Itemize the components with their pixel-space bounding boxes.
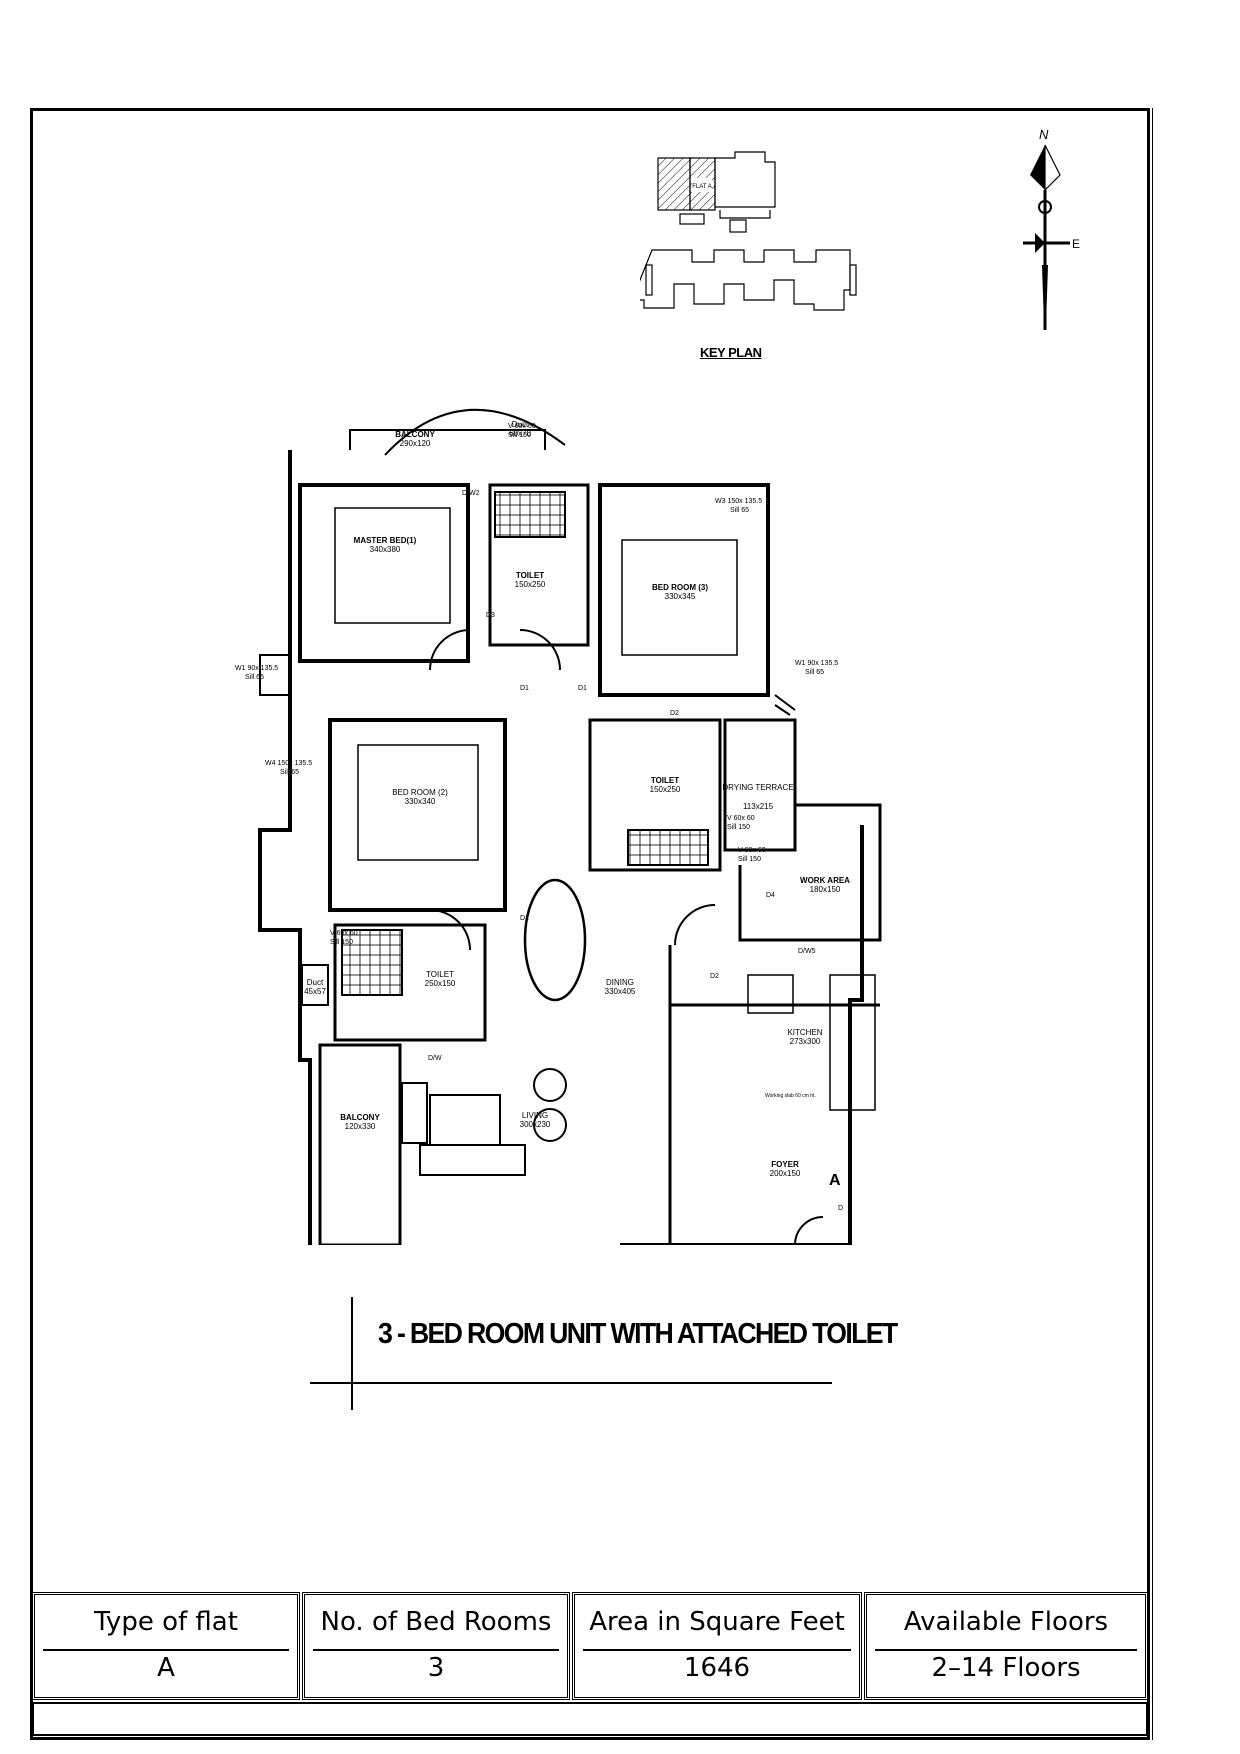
room-bed-room-2: BED ROOM (2) [392, 788, 448, 797]
room-bed-room-3-size: 330x345 [665, 592, 696, 601]
key-plan-label: KEY PLAN [700, 345, 762, 360]
info-value-type: A [157, 1653, 175, 1683]
info-cell-type: Type of flat A [32, 1592, 300, 1700]
ann-v-left: V 60x 60 [330, 930, 358, 937]
ann-sill-right2: Sill 150 [738, 856, 761, 863]
key-plan-flat-label: FLAT A [692, 184, 711, 190]
room-toilet-3-size: 150x250 [650, 785, 681, 794]
room-toilet-3: TOILET [651, 776, 679, 785]
room-living-size: 300x230 [520, 1120, 551, 1129]
ann-d2a: D2 [670, 710, 679, 717]
drawing-frame [30, 108, 1150, 1740]
room-bed-room-3: BED ROOM (3) [652, 583, 708, 592]
ann-w1-right: W1 90x 135.5 [795, 660, 838, 667]
ann-v-right2: V 60x 60 [738, 847, 766, 854]
bottom-strip [32, 1702, 1148, 1736]
ann-entry-door: D [838, 1205, 843, 1212]
room-master-bed: MASTER BED(1) [354, 536, 417, 545]
room-balcony-top: BALCONY [395, 430, 435, 439]
info-divider [583, 1649, 851, 1651]
compass-east: E [1072, 237, 1080, 251]
room-balcony-left: BALCONY [340, 1113, 380, 1122]
compass-north: N [1039, 127, 1049, 142]
info-divider [875, 1649, 1137, 1651]
room-living: LIVING [522, 1111, 548, 1120]
ann-w3-sill: Sill 65 [730, 507, 749, 514]
info-cell-area: Area in Square Feet 1646 [572, 1592, 862, 1700]
plan-title: 3 - BED ROOM UNIT WITH ATTACHED TOILET [378, 1318, 898, 1350]
room-dining-size: 330x405 [605, 987, 636, 996]
info-divider [313, 1649, 559, 1651]
key-plan-diagram: FLAT A [640, 151, 857, 311]
room-master-bed-size: 340x380 [370, 545, 401, 554]
info-cell-floors: Available Floors 2–14 Floors [864, 1592, 1148, 1700]
ann-w3: W3 150x 135.5 [715, 498, 762, 505]
ann-sill-right: Sill 150 [727, 824, 750, 831]
title-leader-lines [310, 1297, 832, 1410]
ann-w4: W4 150x 135.5 [265, 760, 312, 767]
info-header-bedrooms: No. of Bed Rooms [320, 1607, 552, 1637]
ann-dw5: D/W5 [798, 948, 816, 955]
info-cell-bedrooms: No. of Bed Rooms 3 [302, 1592, 570, 1700]
room-drying-terrace-size: 113x215 [743, 802, 774, 811]
info-divider [43, 1649, 289, 1651]
ann-w1-left: W1 90x 135.5 [235, 665, 278, 672]
ann-v-top: V 60x 60 [508, 423, 536, 430]
ann-d2b: D2 [710, 973, 719, 980]
info-header-floors: Available Floors [903, 1607, 1109, 1637]
ann-working-slab: Working slab 60 cm ht. [765, 1093, 816, 1099]
room-dining: DINING [606, 978, 634, 987]
ann-entry: A [829, 1172, 841, 1189]
frame-right-rule [1152, 108, 1153, 1740]
ann-dw2: D/W2 [462, 490, 480, 497]
room-toilet-1: TOILET [516, 571, 544, 580]
room-work-area: WORK AREA [800, 876, 850, 885]
ann-d4: D4 [766, 892, 775, 899]
info-value-area: 1646 [683, 1653, 751, 1683]
info-value-floors: 2–14 Floors [931, 1653, 1081, 1683]
ann-d1a: D1 [520, 685, 529, 692]
room-duct-left-size: 45x57 [304, 987, 326, 996]
ann-d1b: D1 [578, 685, 587, 692]
room-balcony-top-size: 290x120 [400, 439, 431, 448]
ann-d1c: D1 [520, 915, 529, 922]
room-drying-terrace: DRYING TERRACE [722, 783, 793, 792]
room-balcony-left-size: 120x330 [345, 1122, 376, 1131]
room-toilet-2-size: 250x150 [425, 979, 456, 988]
ann-w4-sill: Sill 65 [280, 769, 299, 776]
info-header-type: Type of flat [94, 1607, 238, 1637]
info-value-bedrooms: 3 [427, 1653, 445, 1683]
room-bed-room-2-size: 330x340 [405, 797, 436, 806]
ann-d3: D3 [486, 612, 495, 619]
room-duct-top-size: 60x70 [509, 429, 531, 438]
north-arrow-icon: N E [1023, 127, 1080, 330]
ann-w1-left-sill: Sill 65 [245, 674, 264, 681]
ann-v-right: V 60x 60 [727, 815, 755, 822]
room-foyer: FOYER [771, 1160, 799, 1169]
ann-sill-top: Sill 150 [508, 432, 531, 439]
room-kitchen: KITCHEN [787, 1028, 822, 1037]
room-kitchen-size: 273x300 [790, 1037, 821, 1046]
ann-sill-left: Sill 150 [330, 939, 353, 946]
room-toilet-2: TOILET [426, 970, 454, 979]
room-duct-top: Duct [512, 420, 529, 429]
room-toilet-1-size: 150x250 [515, 580, 546, 589]
room-duct-left: Duct [307, 978, 324, 987]
floor-plan: BALCONY 290x120 Duct 60x70 MASTER BED(1)… [235, 408, 882, 1245]
room-foyer-size: 200x150 [770, 1169, 801, 1178]
room-work-area-size: 180x150 [810, 885, 841, 894]
ann-w1-right-sill: Sill 65 [805, 669, 824, 676]
ann-dw: D/W [428, 1055, 442, 1062]
info-header-area: Area in Square Feet [589, 1607, 845, 1637]
flat-info-table: Type of flat A No. of Bed Rooms 3 Area i… [32, 1592, 1148, 1700]
